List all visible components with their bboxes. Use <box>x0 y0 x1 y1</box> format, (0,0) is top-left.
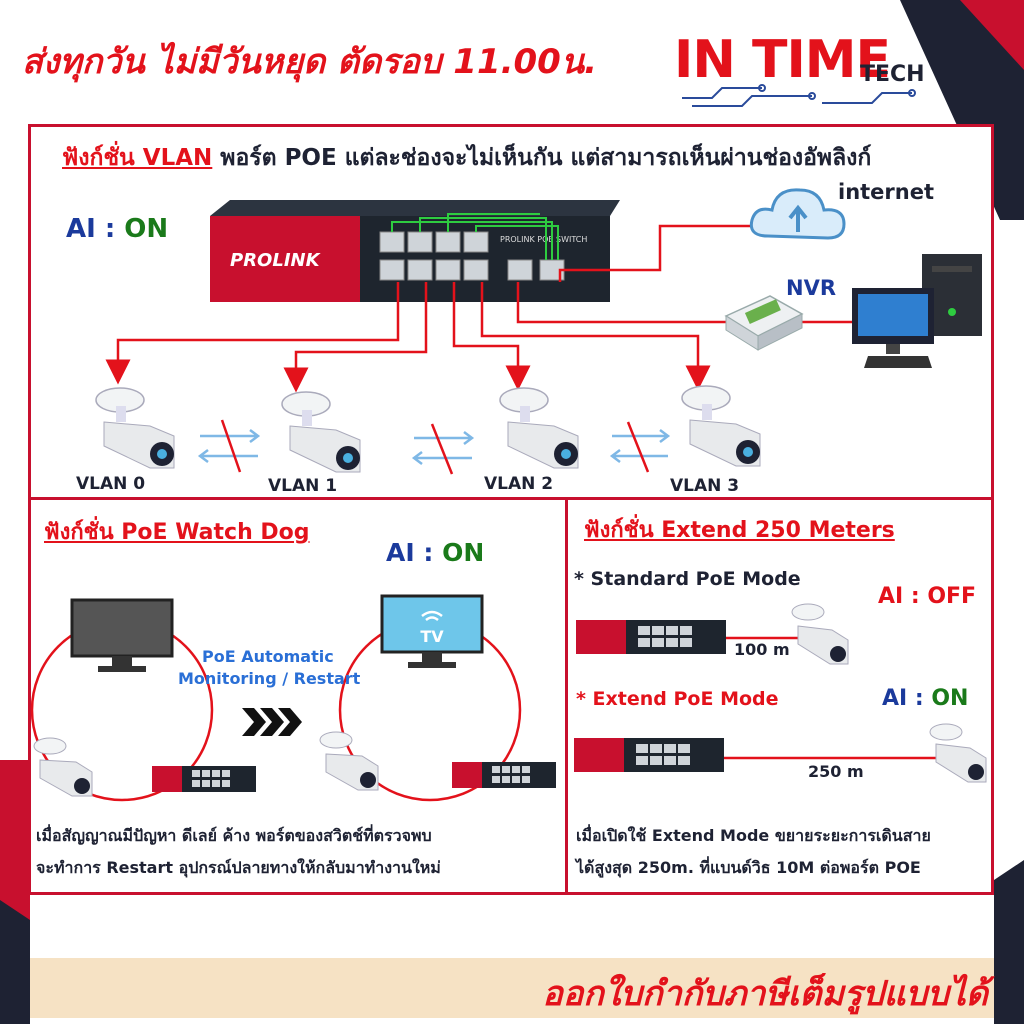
extend-ai-on-label: AI : <box>882 686 932 711</box>
watchdog-ai-indicator: AI : ON <box>386 538 484 567</box>
poe-monitoring-line2: Monitoring / Restart <box>178 669 361 688</box>
extend-mode-text: * Extend PoE Mode <box>576 688 779 710</box>
cloud-internet-icon <box>749 188 846 240</box>
footer-bar <box>30 958 994 1018</box>
camera-vlan2-icon <box>499 387 579 469</box>
watchdog-ai-state: ON <box>442 538 485 567</box>
distance-250-label: 250 m <box>808 762 864 781</box>
vlan-title-red: ฟังก์ชั่น VLAN <box>62 145 213 171</box>
vlan-title-rest: พอร์ต POE แต่ละช่องจะไม่เห็นกัน แต่สามาร… <box>212 145 872 171</box>
vlan-title: ฟังก์ชั่น VLAN พอร์ต POE แต่ละช่องจะไม่เ… <box>62 140 871 176</box>
camera-vlan1-icon <box>281 391 361 473</box>
watchdog-desc-line2: จะทำการ Restart อุปกรณ์ปลายทางให้กลับมาท… <box>36 858 441 877</box>
vlan-0-label: VLAN 0 <box>76 474 146 494</box>
standard-mode-label: * Standard PoE Mode <box>574 568 801 590</box>
vlan-ai-label: AI : <box>66 214 125 244</box>
circuit-pattern <box>682 84 916 107</box>
switch-brand-text: PROLINK <box>230 250 322 271</box>
extend-desc-line2: ได้สูงสุด 250m. ที่แบนด์วิธ 10M ต่อพอร์ต… <box>576 858 921 877</box>
logo-main-text: IN TIME <box>674 30 891 90</box>
extend-ai-off: AI : OFF <box>878 584 976 609</box>
standard-mode-diagram <box>576 603 849 665</box>
computer-icon <box>852 254 982 368</box>
extend-mode-label: * Extend PoE Mode <box>576 688 779 710</box>
extend-ai-off-state: OFF <box>927 584 977 609</box>
intime-logo: IN TIME TECH <box>672 28 932 108</box>
camera-vlan0-icon <box>95 387 175 469</box>
watchdog-desc-line1: เมื่อสัญญาณมีปัญหา ดีเลย์ ค้าง พอร์ตของส… <box>36 826 432 845</box>
vlan-ai-indicator: AI : ON <box>66 214 168 244</box>
extend-ai-on: AI : ON <box>882 686 968 711</box>
nvr-device-icon <box>724 295 804 351</box>
delivery-banner: ส่งทุกวัน ไม่มีวันหยุด ตัดรอบ 11.00น. <box>22 42 597 82</box>
vlan-3-label: VLAN 3 <box>670 476 740 496</box>
footer-text: ออกใบกำกับภาษีเต็มรูปแบบได้ <box>542 974 988 1014</box>
logo-sub-text: TECH <box>860 62 925 87</box>
extend-ai-on-state: ON <box>931 686 969 711</box>
vlan-1-label: VLAN 1 <box>268 476 338 496</box>
vlan-ai-state: ON <box>124 214 169 244</box>
nvr-label: NVR <box>786 276 836 300</box>
extend-mode-diagram <box>574 723 987 783</box>
watchdog-diagram: TV <box>30 594 556 802</box>
watchdog-panel <box>28 497 568 895</box>
switch-ports <box>379 231 565 281</box>
distance-100-label: 100 m <box>734 640 790 659</box>
extend-ai-off-label: AI : <box>878 584 928 609</box>
poe-switch-main: PROLINK PROLINK POE SWITCH <box>210 200 620 302</box>
camera-vlan3-icon <box>681 385 761 467</box>
extend-desc-line1: เมื่อเปิดใช้ Extend Mode ขยายระยะการเดิน… <box>576 826 931 845</box>
tv-label: TV <box>420 627 444 646</box>
watchdog-ai-label: AI : <box>386 538 443 567</box>
internet-label: internet <box>838 180 935 204</box>
watchdog-title: ฟังก์ชั่น PoE Watch Dog <box>44 520 310 545</box>
vlan-2-label: VLAN 2 <box>484 474 554 494</box>
extend-panel <box>565 497 994 895</box>
poe-monitoring-line1: PoE Automatic <box>202 647 334 666</box>
vlan-isolation-lines <box>391 213 559 260</box>
switch-model-text: PROLINK POE SWITCH <box>500 235 587 244</box>
extend-title: ฟังก์ชั่น Extend 250 Meters <box>584 518 895 543</box>
